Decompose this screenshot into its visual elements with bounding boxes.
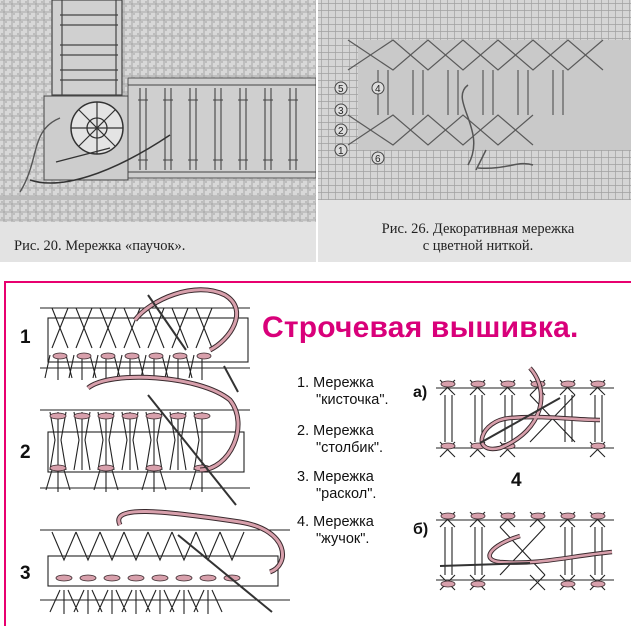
step-marker: 1 — [338, 146, 344, 157]
row-number-2: 2 — [20, 442, 31, 463]
decorative-hemstitch-illustration: 5 4 3 2 1 6 — [318, 0, 631, 262]
list-item-line: "кисточка". — [316, 392, 389, 408]
diagram-4b-beetle — [436, 511, 614, 591]
row-number-3: 3 — [20, 563, 31, 584]
list-item-line: 3. Мережка — [297, 469, 374, 485]
figure-26-panel: 5 4 3 2 1 6 Рис. 26. Декоративная мережк… — [318, 0, 631, 262]
step-marker: 4 — [375, 84, 381, 95]
figure-26-caption-line2: с цветной ниткой. — [422, 238, 534, 254]
figure-20-caption: Рис. 20. Мережка «паучок». — [14, 238, 186, 254]
row-3-split-diagram — [40, 529, 290, 614]
list-item-line: 4. Мережка — [297, 514, 374, 530]
list-item: 4. Мережка "жучок". — [297, 514, 374, 548]
step-marker: 6 — [375, 154, 381, 165]
step-marker: 5 — [338, 84, 344, 95]
page-title: Строчевая вышивка. — [262, 311, 579, 344]
figure-20-panel: Рис. 20. Мережка «паучок». — [0, 0, 316, 262]
list-item-line: 2. Мережка — [297, 423, 374, 439]
row-number-1: 1 — [20, 327, 31, 348]
list-item: 1. Мережка "кисточка". — [297, 375, 389, 409]
sub-label-b: б) — [413, 521, 429, 538]
row-1-tassel-diagram — [40, 307, 250, 380]
step-marker: 2 — [338, 126, 344, 137]
list-item-line: "раскол". — [316, 486, 377, 502]
list-item: 3. Мережка "раскол". — [297, 469, 376, 503]
figure-26-caption: Рис. 26. Декоративная мережка с цветной … — [328, 221, 628, 255]
row-2-column-diagram — [40, 409, 250, 492]
list-item: 2. Мережка "столбик". — [297, 423, 383, 457]
list-item-line: "жучок". — [316, 531, 370, 547]
sub-label-a: а) — [413, 384, 428, 401]
group-number-4: 4 — [511, 470, 522, 491]
list-item-line: "столбик". — [316, 440, 384, 456]
figure-26-caption-line1: Рис. 26. Декоративная мережка — [381, 221, 575, 237]
spider-stitch-illustration — [0, 0, 316, 262]
list-item-line: 1. Мережка — [297, 375, 374, 391]
step-marker: 3 — [338, 106, 344, 117]
